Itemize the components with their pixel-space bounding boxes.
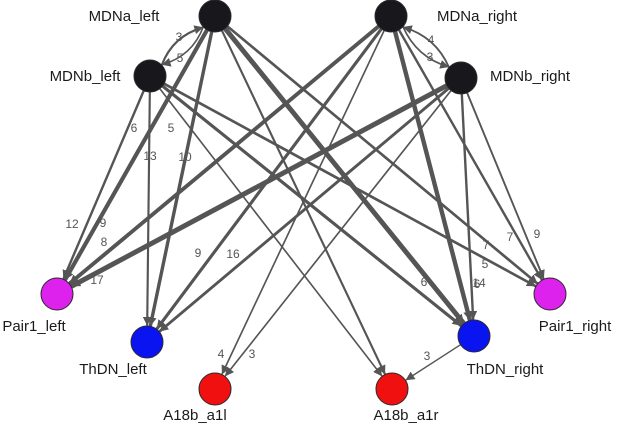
edge-weight-label: 3 [249, 347, 256, 361]
edge-weight-label: 5 [168, 121, 175, 135]
node-label-a18b_a1r: A18b_a1r [373, 407, 438, 424]
edge-weight-label: 8 [101, 235, 108, 249]
edge-weight-label: 5 [482, 257, 489, 271]
edge-weight-label: 9 [100, 216, 107, 230]
edge-mdnb_right-to-pair1_left [69, 83, 450, 289]
edge-weight-label: 3 [424, 349, 431, 363]
edge-weight-label: 5 [177, 51, 184, 65]
edge-mdnb_right-to-thdn_right [460, 92, 478, 321]
edge-mdnb_left-to-thdn_right [160, 84, 463, 327]
edge-thdn_right-to-a18b_a1r [405, 343, 462, 381]
edge-weight-label: 13 [143, 149, 157, 163]
edge-mdnb_left-to-pair1_right [162, 82, 537, 288]
edge-mdna_left-to-thdn_right [222, 25, 466, 326]
edge-weight-label: 17 [90, 273, 104, 287]
edge-weight-label: 6 [421, 275, 428, 289]
edge-mdna_left-to-thdn_left [147, 29, 214, 328]
edge-weight-label: 10 [178, 150, 192, 164]
node-label-mdnb_left: MDNb_left [50, 68, 122, 85]
node-a18b_a1r [375, 372, 409, 406]
node-label-mdnb_right: MDNb_right [490, 68, 571, 85]
edge-weight-label: 7 [483, 238, 490, 252]
node-thdn_right [457, 319, 491, 353]
node-mdnb_left [133, 59, 167, 93]
edge-mdnb_left-to-pair1_left [62, 89, 145, 280]
node-pair1_left [40, 277, 74, 311]
node-label-a18b_a1l: A18b_a1l [163, 407, 226, 424]
edge-weight-label: 7 [507, 230, 514, 244]
edge-mdnb_right-to-a18b_a1l [224, 89, 452, 377]
edge-weight-label: 14 [472, 276, 486, 290]
node-pair1_right [533, 277, 567, 311]
edge-mdna_right-to-pair1_left [68, 24, 381, 286]
node-label-thdn_left: ThDN_left [79, 361, 147, 378]
edge-weight-label: 9 [195, 246, 202, 260]
node-a18b_a1l [198, 372, 232, 406]
edge-weight-label: 3 [427, 50, 434, 64]
node-label-pair1_right: Pair1_right [539, 318, 612, 335]
edge-weight-label: 6 [474, 277, 481, 291]
edge-mdnb_right-to-pair1_right [466, 91, 545, 280]
node-label-thdn_right: ThDN_right [467, 361, 545, 378]
edge-mdna_right-to-thdn_right [392, 29, 473, 322]
edge-weight-label: 4 [218, 347, 225, 361]
edge-mdna_left-to-pair1_right [225, 24, 539, 285]
edges-layer [62, 24, 545, 381]
nodes-layer [40, 0, 567, 406]
node-label-pair1_left: Pair1_left [2, 318, 66, 335]
node-mdna_left [198, 0, 232, 33]
edge-mdnb_left-to-a18b_a1r [158, 87, 383, 377]
edge-mdnb_left-to-mdna_left [160, 25, 204, 67]
node-label-mdna_left: MDNa_left [89, 8, 161, 25]
edge-weight-label: 3 [176, 30, 183, 44]
edge-weight-label: 9 [534, 227, 541, 241]
edge-mdnb_right-to-thdn_left [158, 86, 451, 333]
edge-mdna_left-to-pair1_left [63, 27, 210, 282]
node-label-mdna_right: MDNa_right [437, 8, 518, 25]
edge-weight-label: 4 [428, 33, 435, 47]
edge-mdnb_right-to-mdna_right [402, 25, 450, 69]
edge-weight-label: 12 [65, 217, 79, 231]
edge-mdna_right-to-a18b_a1l [221, 29, 385, 375]
edge-mdna_right-to-thdn_left [155, 27, 383, 330]
node-mdnb_right [444, 61, 478, 95]
node-mdna_right [374, 0, 408, 33]
edge-mdna_right-to-pair1_right [397, 28, 543, 281]
edge-weight-label: 6 [131, 121, 138, 135]
edge-weight-label: 16 [226, 247, 240, 261]
node-thdn_left [130, 325, 164, 359]
edge-mdnb_left-to-thdn_left [142, 90, 152, 327]
